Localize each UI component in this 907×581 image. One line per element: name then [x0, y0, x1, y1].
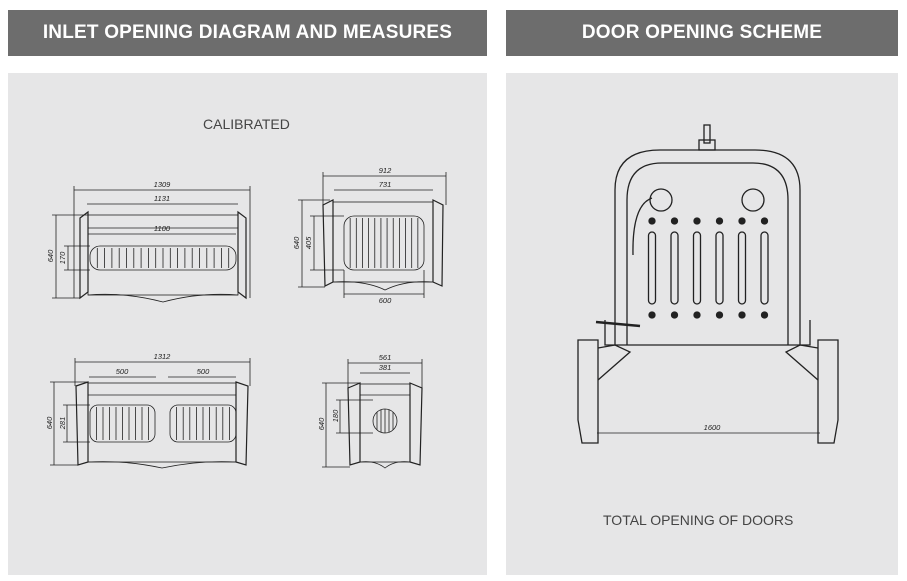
dim-405: 405 — [304, 236, 313, 249]
door-bolt — [648, 217, 656, 225]
door-bolt — [648, 311, 656, 319]
door-slot — [737, 231, 747, 305]
dim-281: 281 — [58, 417, 67, 431]
door-slot — [760, 231, 769, 305]
door-bolt — [693, 311, 701, 319]
dim-500-right: 500 — [197, 367, 210, 376]
door-bolt — [715, 311, 724, 319]
door-bolt — [693, 217, 701, 225]
door-opening-drawing — [577, 124, 839, 444]
door-bolt — [715, 217, 724, 225]
inlet-diagram-panel — [8, 73, 487, 575]
dim-640-c: 640 — [45, 416, 54, 429]
dim-600: 600 — [379, 296, 392, 305]
diagram-double-grille — [50, 358, 251, 469]
inlet-section-header: INLET OPENING DIAGRAM AND MEASURES — [8, 10, 487, 56]
door-slot — [647, 231, 657, 305]
door-bolt — [670, 217, 679, 225]
door-bolt — [738, 217, 746, 225]
dim-1600: 1600 — [704, 423, 722, 432]
calibrated-caption: CALIBRATED — [203, 116, 290, 132]
dim-1100: 1100 — [154, 224, 171, 233]
dim-500-left: 500 — [116, 367, 129, 376]
door-section-header: DOOR OPENING SCHEME — [506, 10, 898, 56]
dim-381: 381 — [379, 363, 392, 372]
dim-1309: 1309 — [154, 180, 172, 189]
door-caption: TOTAL OPENING OF DOORS — [603, 512, 794, 528]
diagram-long-slot — [52, 186, 251, 303]
dim-1131: 1131 — [154, 194, 170, 203]
door-bolt — [760, 217, 769, 225]
dim-731: 731 — [379, 180, 392, 189]
door-slot — [715, 231, 724, 305]
dim-640: 640 — [46, 249, 55, 262]
door-slot — [670, 231, 679, 305]
dim-180: 180 — [331, 409, 340, 422]
dim-912: 912 — [379, 166, 392, 175]
door-bolt — [760, 311, 769, 319]
door-slot — [692, 231, 702, 305]
dim-170: 170 — [58, 251, 67, 264]
diagram-round-opening — [322, 359, 423, 469]
door-diagram-panel — [506, 73, 898, 575]
dim-1312: 1312 — [154, 352, 172, 361]
diagram-square-grille — [298, 172, 447, 298]
dim-561: 561 — [379, 353, 392, 362]
door-bolt — [670, 311, 679, 319]
door-bolt — [738, 311, 746, 319]
dim-640-b: 640 — [292, 236, 301, 249]
dim-640-d: 640 — [317, 417, 326, 430]
